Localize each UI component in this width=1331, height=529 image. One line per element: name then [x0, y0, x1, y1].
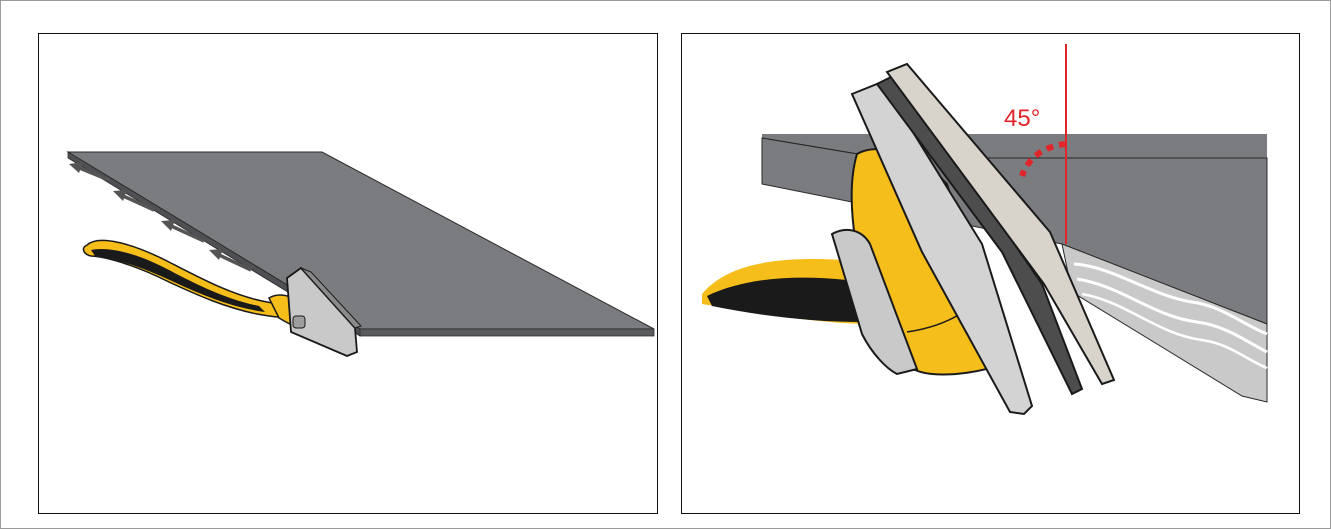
tool-screw	[293, 316, 305, 328]
left-panel	[38, 33, 658, 514]
right-illustration: 45°	[682, 34, 1299, 513]
sheet-top-surface	[68, 152, 654, 329]
sheet-side-edge	[360, 329, 654, 336]
left-illustration	[39, 34, 657, 513]
right-panel: 45°	[681, 33, 1300, 514]
angle-label: 45°	[1004, 105, 1040, 132]
